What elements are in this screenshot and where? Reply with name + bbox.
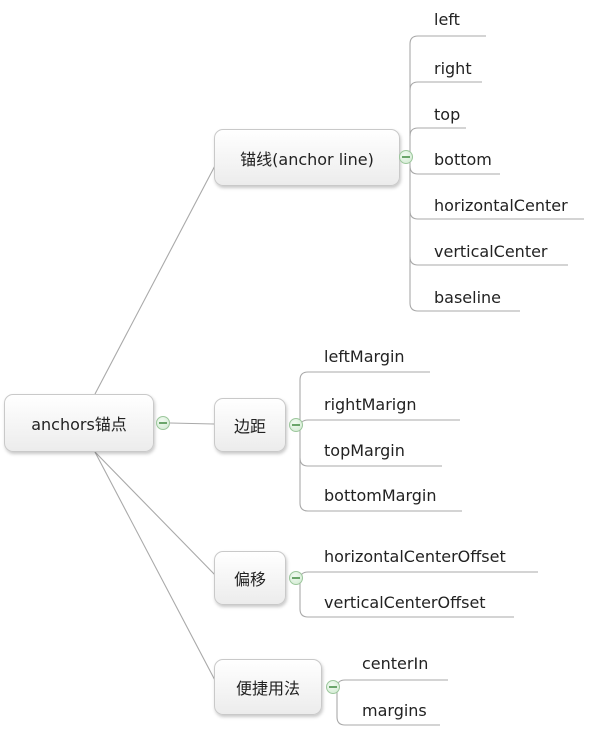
edge-anchor-line-leaf-0 xyxy=(409,35,486,45)
leaf-bottommargin[interactable]: bottomMargin xyxy=(324,486,437,505)
edge-anchor-line-leaf-6 xyxy=(409,302,520,312)
branch-label: 便捷用法 xyxy=(235,679,300,698)
edge-offset-leaf-0 xyxy=(299,571,538,581)
root-collapse-icon[interactable] xyxy=(156,416,170,430)
leaf-horizontalcenter[interactable]: horizontalCenter xyxy=(434,196,568,215)
edge-anchor-line-leaf-1 xyxy=(409,81,482,91)
edge-margins-leaf-2 xyxy=(299,457,442,467)
branch-shortcut-collapse-icon[interactable] xyxy=(326,680,340,694)
leaf-horizontalcenteroffset[interactable]: horizontalCenterOffset xyxy=(324,547,506,566)
edge-root-to-offset xyxy=(94,451,219,579)
edge-margins-leaf-3 xyxy=(299,502,462,512)
leaf-left[interactable]: left xyxy=(434,10,460,29)
edge-anchor-line-leaf-5 xyxy=(409,256,568,266)
edge-margins-leaf-1 xyxy=(299,419,460,429)
branch-margins-collapse-icon[interactable] xyxy=(289,418,303,432)
leaf-top[interactable]: top xyxy=(434,105,461,124)
branch-offset-collapse-icon[interactable] xyxy=(289,571,303,585)
edge-anchor-line-leaf-4 xyxy=(409,210,584,220)
leaf-leftmargin[interactable]: leftMargin xyxy=(324,347,405,366)
branch-anchor-line-collapse-icon[interactable] xyxy=(399,150,413,164)
branch-label: 锚线(anchor line) xyxy=(240,149,374,169)
leaf-verticalcenter[interactable]: verticalCenter xyxy=(434,242,548,261)
leaf-bottom[interactable]: bottom xyxy=(434,150,492,169)
root-node[interactable]: anchors锚点 xyxy=(4,394,154,452)
edge-shortcut-leaf-1 xyxy=(336,716,440,726)
leaf-margins[interactable]: margins xyxy=(362,701,427,720)
edge-anchor-line-leaf-2 xyxy=(409,127,466,137)
edge-root-to-shortcut xyxy=(94,451,219,687)
edge-shortcut-leaf-0 xyxy=(336,679,448,689)
branch-node-offset[interactable]: 偏移 xyxy=(214,551,286,605)
leaf-topmargin[interactable]: topMargin xyxy=(324,441,405,460)
leaf-verticalcenteroffset[interactable]: verticalCenterOffset xyxy=(324,593,486,612)
leaf-rightmarign[interactable]: rightMarign xyxy=(324,395,417,414)
edge-offset-leaf-1 xyxy=(299,608,514,618)
branch-label: 偏移 xyxy=(233,570,266,589)
edge-root-to-margins xyxy=(169,422,215,425)
branch-node-margins[interactable]: 边距 xyxy=(214,398,286,452)
leaf-baseline[interactable]: baseline xyxy=(434,288,502,307)
edge-root-to-anchor-line xyxy=(94,159,219,395)
leaf-centerin[interactable]: centerIn xyxy=(362,654,429,673)
branch-node-shortcut[interactable]: 便捷用法 xyxy=(214,659,322,715)
branch-label: 边距 xyxy=(233,417,266,436)
edge-margins-leaf-0 xyxy=(299,371,430,381)
edge-anchor-line-leaf-3 xyxy=(409,165,500,175)
leaf-right[interactable]: right xyxy=(434,59,472,78)
root-node-label: anchors锚点 xyxy=(31,415,127,434)
branch-node-anchor-line[interactable]: 锚线(anchor line) xyxy=(214,129,400,186)
